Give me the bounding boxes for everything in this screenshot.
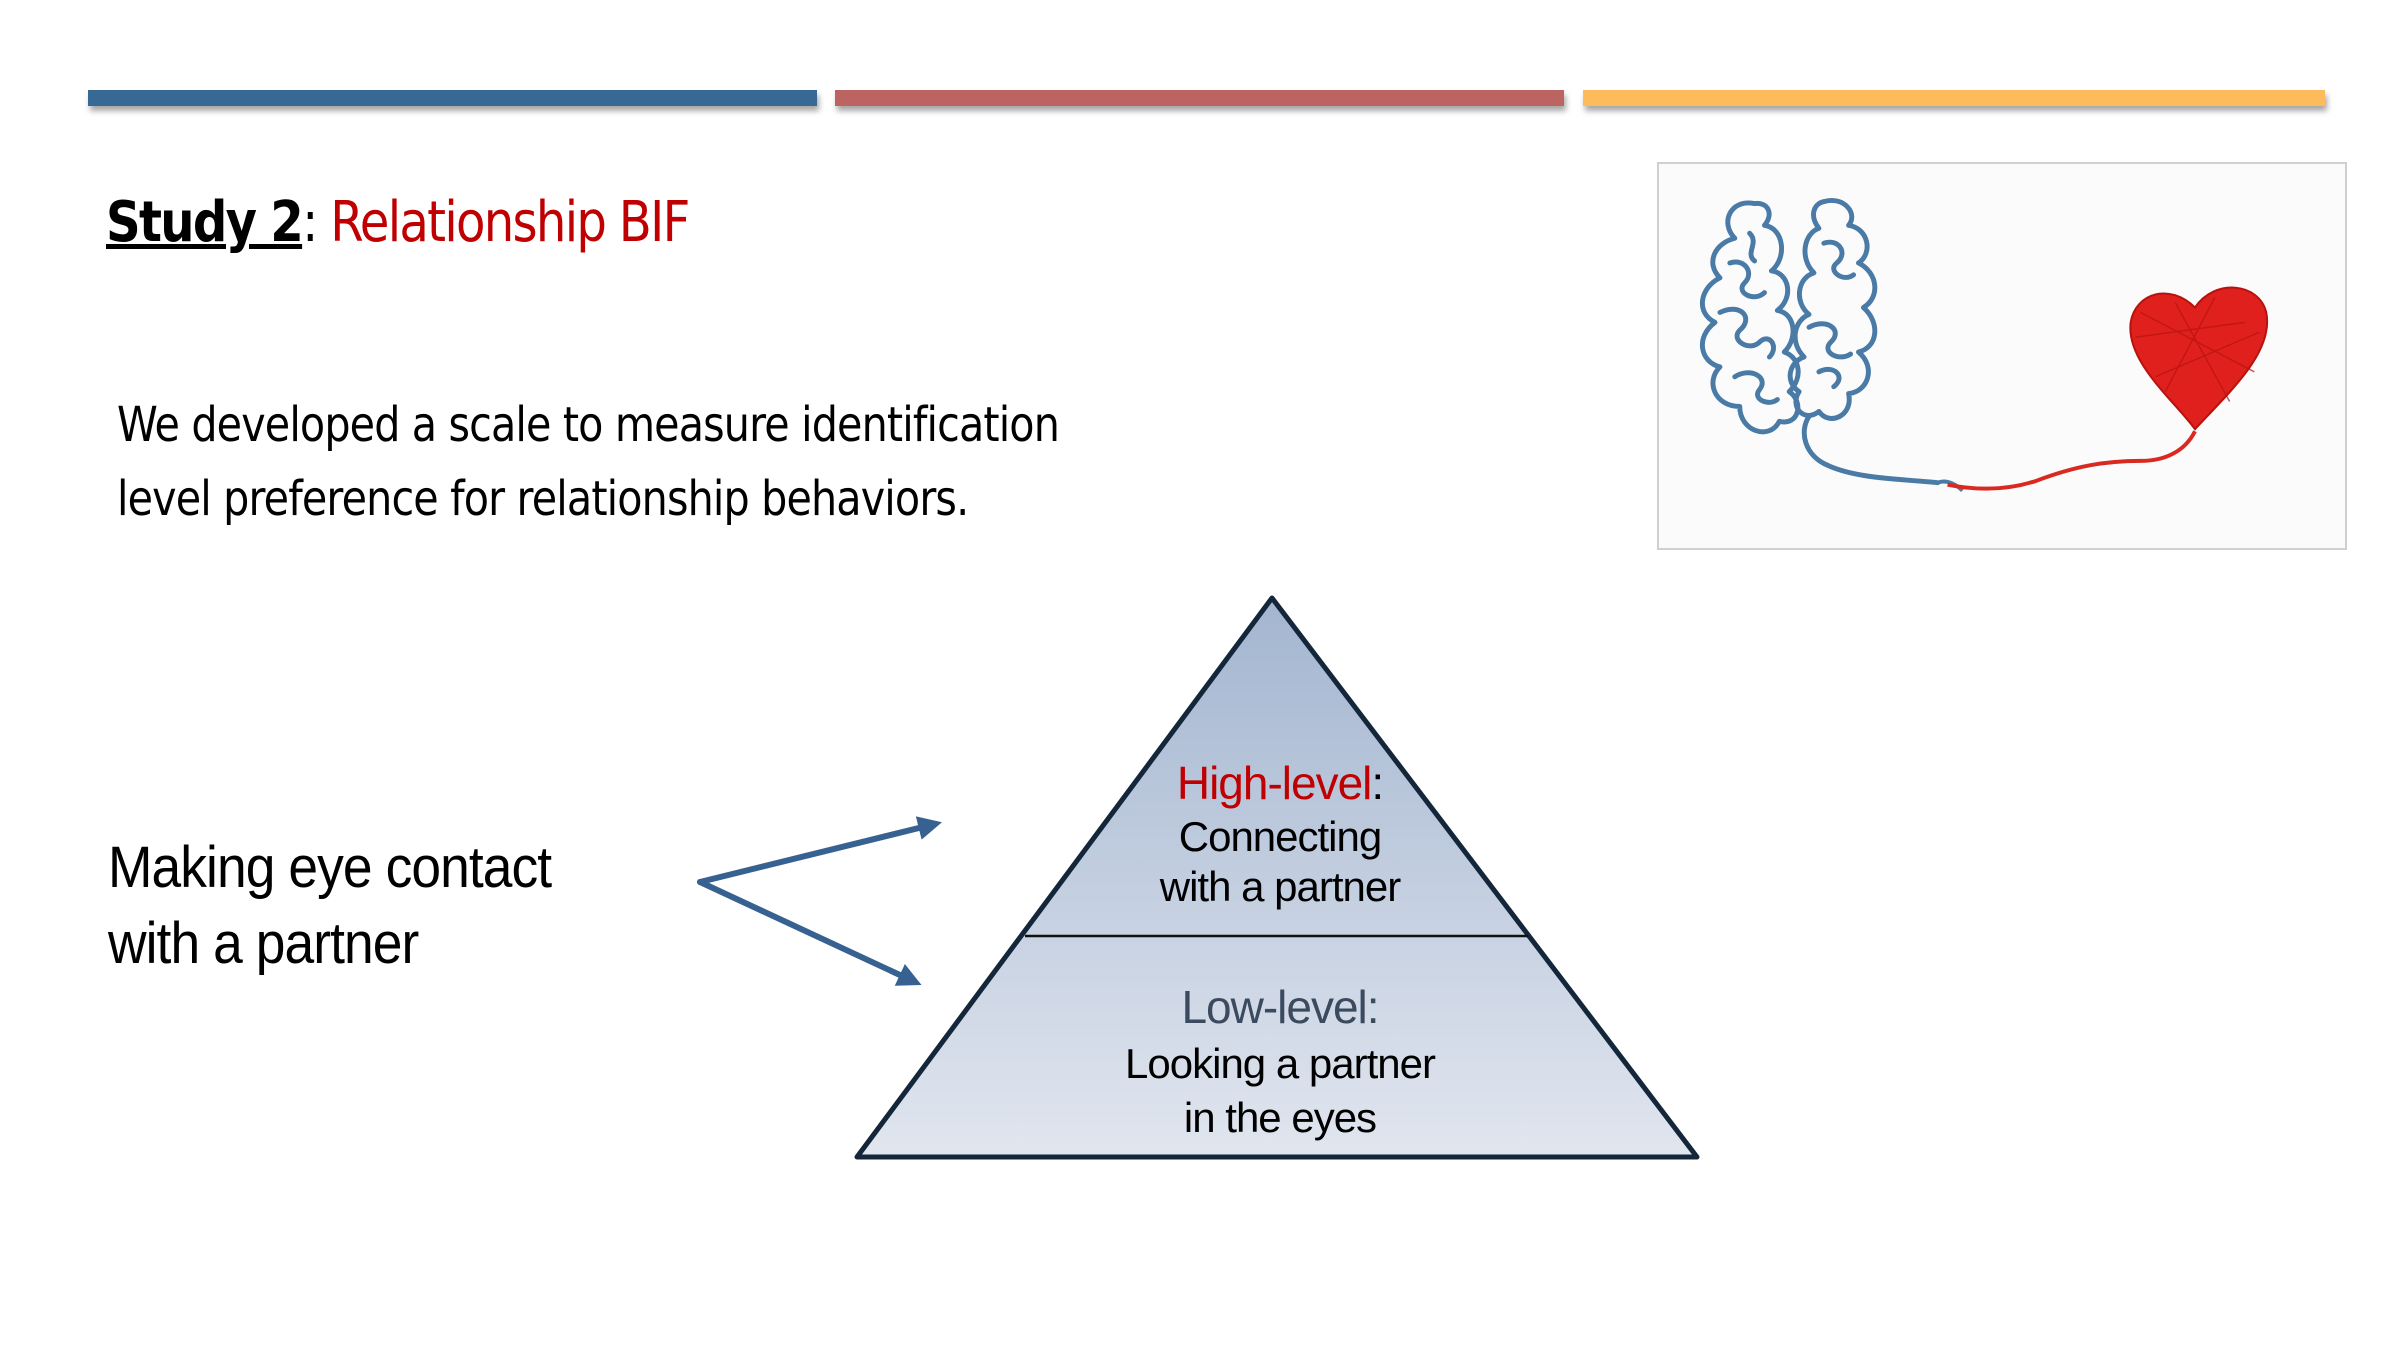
low-level-heading: Low-level: xyxy=(1181,981,1379,1033)
pyramid-triangle xyxy=(854,595,1700,1160)
high-level-line-2: with a partner xyxy=(1159,863,1401,910)
behavior-line-2: with a partner xyxy=(108,911,419,976)
behavior-line-1: Making eye contact xyxy=(108,835,552,900)
slide-description: We developed a scale to measure identifi… xyxy=(117,388,1060,536)
arrow-to-low-level xyxy=(697,879,922,986)
branching-arrow xyxy=(697,816,942,986)
high-level-colon: : xyxy=(1371,757,1384,809)
low-level-description: Looking a partner in the eyes xyxy=(1040,1037,1520,1145)
high-level-heading: High-level: xyxy=(1080,756,1480,810)
brain-icon xyxy=(1699,197,1941,486)
arrow-to-high-level xyxy=(697,816,942,885)
string-knot xyxy=(1936,430,2197,493)
decor-bar-red xyxy=(835,90,1564,106)
slide-title: Study 2: Relationship BIF xyxy=(106,190,690,255)
heart-yarn-texture xyxy=(2135,297,2260,402)
decor-bar-orange xyxy=(1583,90,2325,106)
brain-heart-illustration xyxy=(1699,197,2269,493)
title-topic: Relationship BIF xyxy=(330,190,690,255)
brain-heart-image xyxy=(1657,162,2347,550)
high-level-description: Connecting with a partner xyxy=(1080,812,1480,912)
decor-bar-blue xyxy=(88,90,817,106)
description-line-1: We developed a scale to measure identifi… xyxy=(117,397,1060,453)
low-level-line-2: in the eyes xyxy=(1183,1094,1377,1141)
title-colon: : xyxy=(302,190,318,255)
low-level-line-1: Looking a partner xyxy=(1125,1040,1436,1087)
pyramid xyxy=(854,595,1700,1160)
high-level-line-1: Connecting xyxy=(1178,813,1382,860)
description-line-2: level preference for relationship behavi… xyxy=(117,471,969,527)
title-study-label: Study 2 xyxy=(106,190,304,255)
high-level-label: High-level xyxy=(1176,757,1373,809)
behavior-example: Making eye contact with a partner xyxy=(108,830,552,982)
